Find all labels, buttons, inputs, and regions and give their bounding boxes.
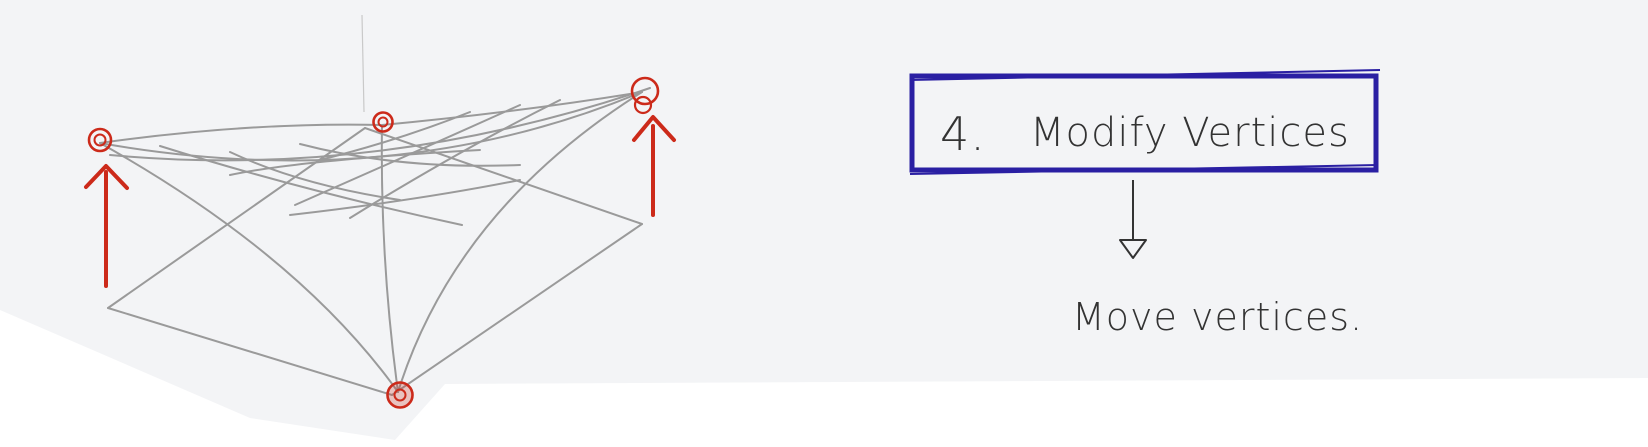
vertex-markers — [87, 76, 660, 409]
vertex-marker — [87, 127, 113, 153]
mesh-line — [299, 143, 521, 167]
base-edge — [107, 307, 393, 396]
step-box-stroke — [909, 69, 1381, 81]
mesh-line — [289, 179, 521, 216]
edge-curve — [381, 91, 643, 126]
edge-curve — [397, 91, 643, 393]
edge-curve — [99, 123, 383, 144]
mesh-line — [109, 87, 651, 162]
vertex-marker — [372, 111, 394, 133]
mesh-line — [229, 149, 481, 176]
base-edge — [107, 127, 366, 309]
step-label: Modify Vertices — [1030, 110, 1350, 156]
mesh-line — [349, 99, 561, 219]
down-arrow-icon — [1119, 180, 1147, 259]
mesh-line — [159, 145, 463, 226]
step-box: 4. Modify Vertices — [909, 69, 1381, 175]
membrane-sketch — [99, 87, 651, 396]
base-edge — [391, 223, 643, 396]
vertex-marker — [386, 381, 414, 409]
step-box-stroke — [909, 164, 1379, 175]
edge-curve — [99, 142, 399, 393]
mesh-line — [294, 104, 521, 206]
base-edge — [364, 127, 643, 225]
vertex-marker — [630, 76, 660, 115]
step-number: 4. — [940, 107, 986, 161]
lift-arrows — [84, 115, 676, 288]
guide-line — [361, 14, 365, 113]
up-arrow-icon — [632, 115, 676, 217]
result-note: Move vertices. — [1072, 295, 1363, 339]
up-arrow-icon — [84, 164, 129, 288]
